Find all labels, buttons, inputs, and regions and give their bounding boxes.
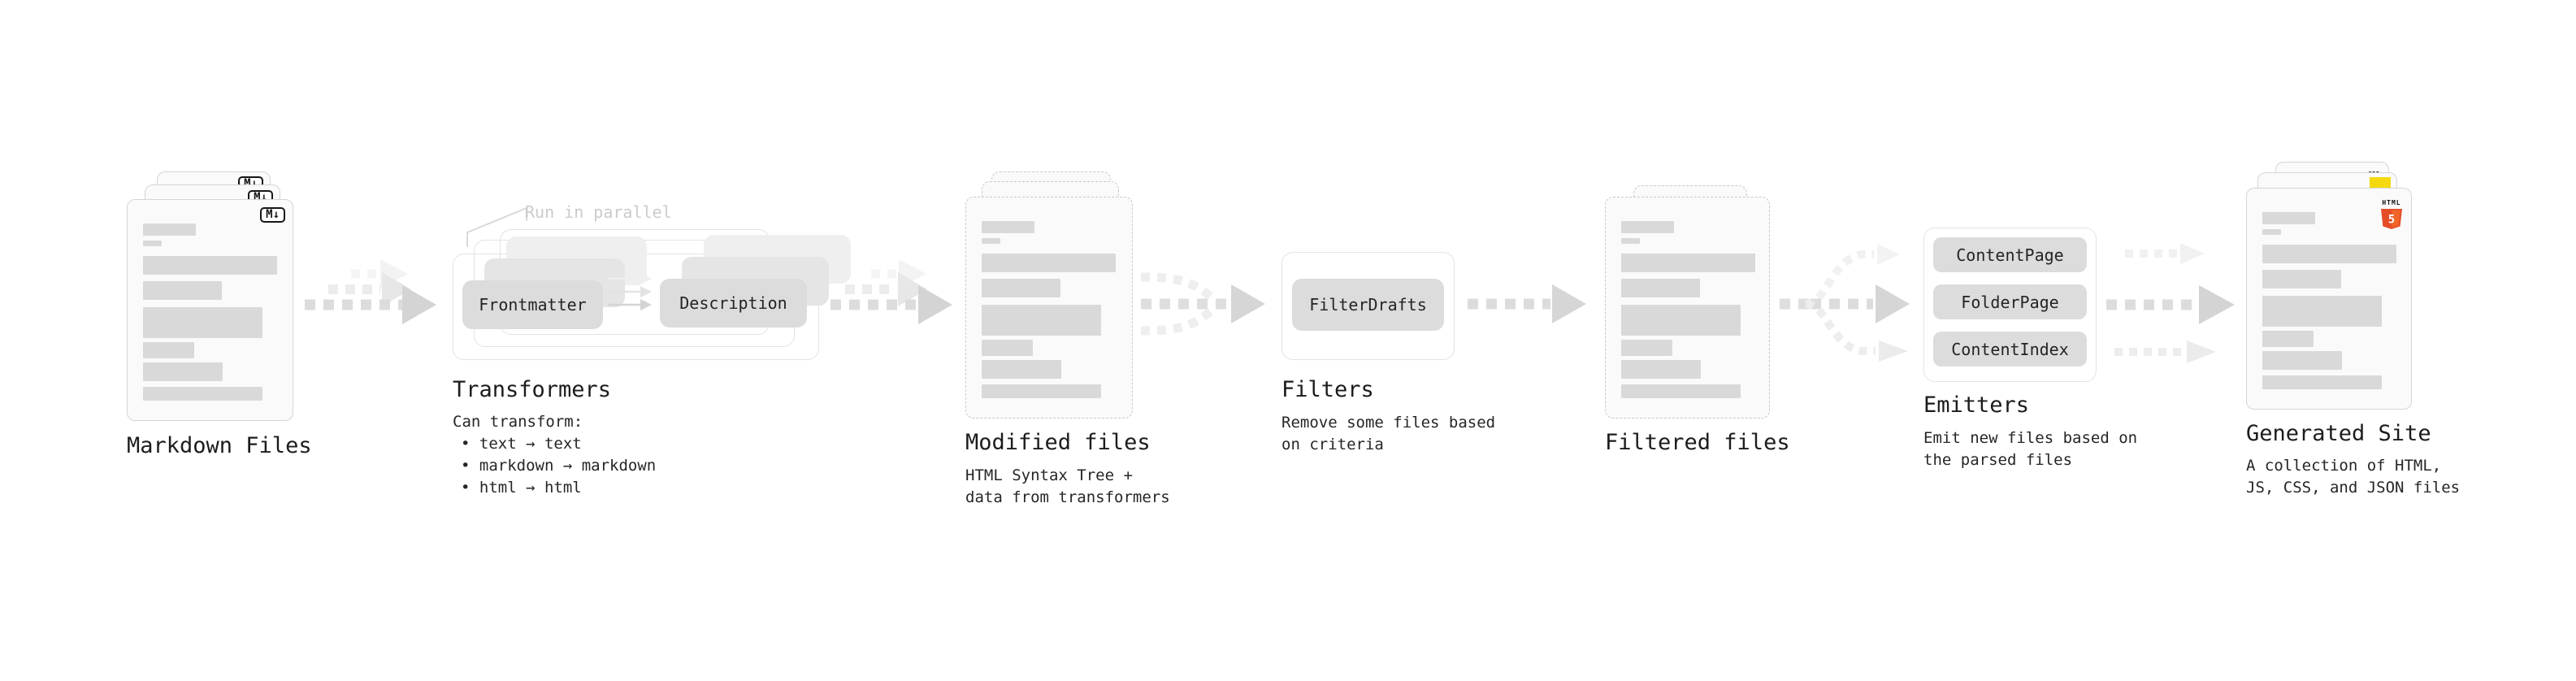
arrow-modified-to-filters (1140, 272, 1265, 336)
transformers-bullet: • html → html (461, 479, 582, 497)
desc-line: data from transformers (965, 488, 1170, 506)
placeholder-bar (2262, 351, 2342, 370)
transformers-label: Transformers (453, 377, 612, 402)
desc-line: JS, CSS, and JSON files (2246, 479, 2461, 497)
placeholder-bar (143, 241, 162, 246)
placeholder-bar (1621, 360, 1701, 379)
markdown-file-card: M↓ (127, 199, 293, 421)
js-icon (2370, 177, 2391, 188)
placeholder-bar (2262, 245, 2396, 263)
placeholder-bar (143, 387, 262, 401)
transformers-desc-title: Can transform: (453, 413, 583, 431)
generated-site-description: A collection of HTML, JS, CSS, and JSON … (2246, 455, 2460, 499)
desc-line: the parsed files (1923, 451, 2073, 469)
filters-box (1281, 252, 1455, 360)
placeholder-bar (143, 307, 262, 338)
desc-line: on criteria (1281, 436, 1384, 453)
filters-description: Remove some files based on criteria (1281, 412, 1495, 456)
arrow-transformers-to-modified (830, 259, 952, 324)
placeholder-bar (1621, 254, 1755, 272)
placeholder-bar (982, 254, 1116, 272)
arrow-filters-to-filtered (1468, 284, 1586, 323)
desc-line: HTML Syntax Tree + (965, 466, 1133, 484)
placeholder-bar (2262, 331, 2314, 347)
filterdrafts-pill: FilterDrafts (1292, 279, 1444, 331)
modified-file-card (965, 197, 1133, 419)
markdown-icon: M↓ (260, 207, 285, 223)
transformers-bullet: • markdown → markdown (461, 457, 657, 475)
parallel-arrows (608, 273, 652, 310)
emitters-box (1923, 228, 2097, 382)
desc-line: Emit new files based on (1923, 429, 2138, 447)
placeholder-bar (2262, 375, 2382, 389)
filtered-files-label: Filtered files (1605, 430, 1790, 455)
emitters-label: Emitters (1923, 393, 2030, 418)
filtered-file-card (1605, 197, 1770, 419)
filters-label: Filters (1281, 377, 1374, 402)
desc-line: Remove some files based (1281, 414, 1496, 432)
arrow-emitters-to-site (2106, 243, 2235, 363)
placeholder-bar (143, 281, 222, 300)
placeholder-bar (2262, 212, 2315, 224)
placeholder-bar (143, 256, 277, 275)
folderpage-pill: FolderPage (1933, 284, 2087, 319)
placeholder-bar (982, 360, 1061, 379)
placeholder-bar (982, 340, 1033, 356)
placeholder-bar (1621, 340, 1672, 356)
transformers-description: Can transform: • text → text • markdown … (453, 411, 656, 499)
placeholder-bar (982, 238, 1000, 244)
contentpage-pill: ContentPage (1933, 237, 2087, 272)
html5-icon-number: 5 (2388, 214, 2395, 227)
placeholder-bar (982, 384, 1101, 398)
placeholder-bar (1621, 384, 1741, 398)
frontmatter-pill: Frontmatter (462, 280, 603, 329)
html5-icon-label: HTML (2382, 199, 2401, 206)
placeholder-bar (982, 305, 1101, 336)
placeholder-bar (143, 342, 194, 358)
arrow-filtered-to-emitters (1780, 244, 1910, 362)
placeholder-bar (143, 223, 196, 236)
placeholder-bar (2262, 296, 2382, 327)
html5-shield: 5 (2381, 209, 2402, 229)
contentindex-pill: ContentIndex (1933, 332, 2087, 367)
desc-line: A collection of HTML, (2246, 457, 2442, 475)
run-in-parallel-callout-line (466, 206, 527, 247)
placeholder-bar (1621, 279, 1700, 297)
placeholder-bar (982, 221, 1034, 233)
generated-site-label: Generated Site (2246, 421, 2431, 446)
placeholder-bar (2262, 270, 2341, 288)
run-in-parallel-note: Run in parallel (525, 202, 672, 222)
markdown-files-label: Markdown Files (127, 433, 312, 458)
placeholder-bar (143, 362, 223, 381)
transformers-bullet: • text → text (461, 435, 582, 453)
modified-files-label: Modified files (965, 430, 1151, 455)
description-pill: Description (660, 279, 807, 327)
placeholder-bar (2262, 229, 2281, 235)
placeholder-bar (982, 279, 1060, 297)
arrow-markdown-to-transformers (305, 259, 436, 324)
modified-files-description: HTML Syntax Tree + data from transformer… (965, 465, 1170, 509)
placeholder-bar (1621, 238, 1640, 244)
site-file-card-html: HTML 5 (2246, 188, 2412, 410)
html5-icon: HTML 5 (2379, 193, 2404, 230)
emitters-description: Emit new files based on the parsed files (1923, 427, 2137, 471)
placeholder-bar (1621, 305, 1741, 336)
placeholder-bar (1621, 221, 1674, 233)
